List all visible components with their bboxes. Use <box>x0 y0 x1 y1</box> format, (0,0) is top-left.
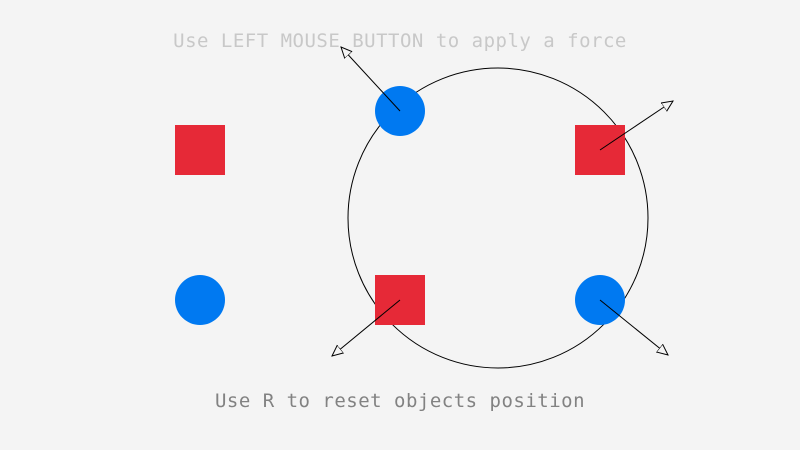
instruction-bottom: Use R to reset objects position <box>214 390 586 412</box>
force-vector-arrow-top-circle <box>341 47 401 112</box>
force-radius-ring <box>347 67 649 369</box>
static-circle <box>175 275 225 325</box>
instruction-top: Use LEFT MOUSE BUTTON to apply a force <box>173 30 627 52</box>
static-square <box>175 125 225 175</box>
force-vector-arrow-bottom-square <box>332 299 401 356</box>
force-vector-arrow-bottom-circle <box>599 299 668 355</box>
force-vector-arrow-right-square <box>599 101 673 151</box>
